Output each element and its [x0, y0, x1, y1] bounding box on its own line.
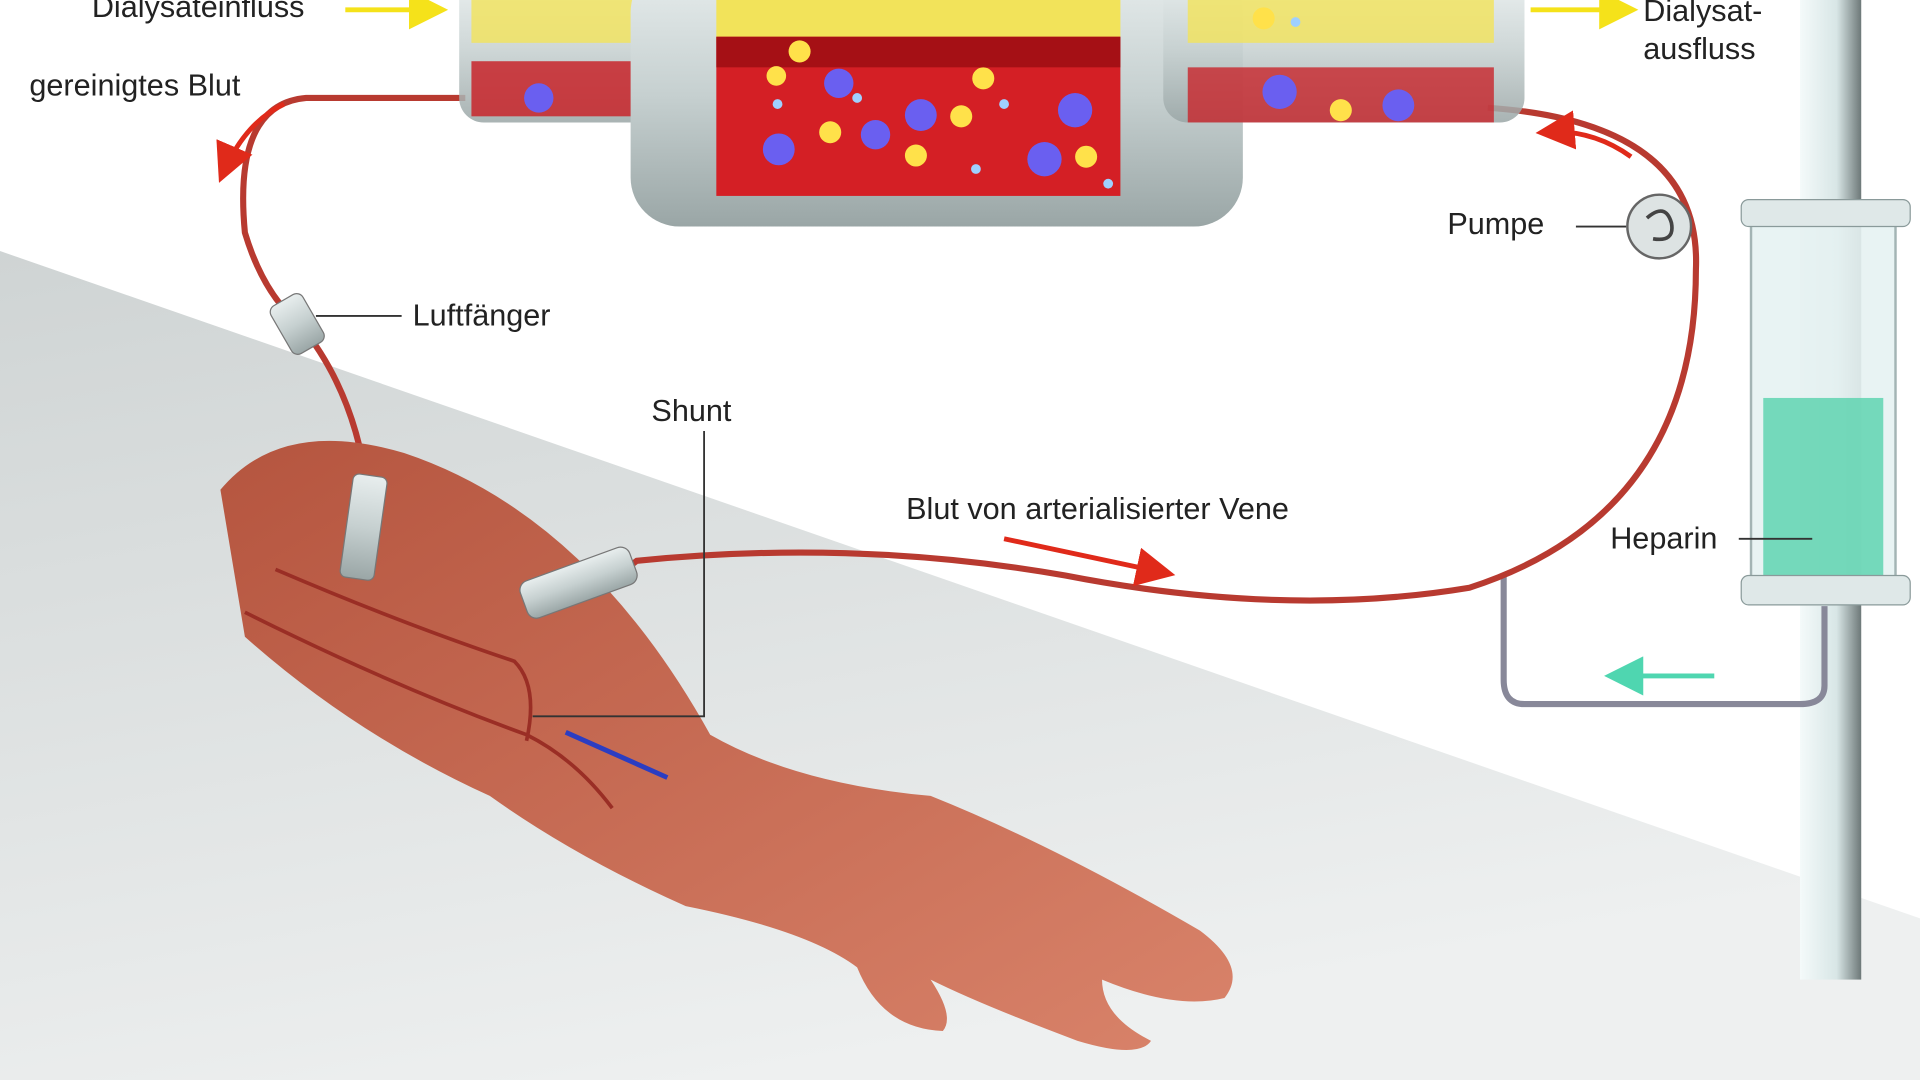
label-air-trap: Luftfänger	[413, 299, 551, 333]
label-dialysate-outflow-2: ausfluss	[1643, 32, 1755, 66]
label-dialysate-inflow: Dialysateinfluss	[92, 0, 305, 24]
purified-blood-arrow	[216, 101, 286, 183]
label-pump: Pumpe	[1447, 207, 1544, 241]
blood-tube-in	[487, 104, 1700, 676]
blood-tube-out	[240, 94, 466, 607]
dialyzer	[459, 0, 1525, 227]
pump-icon	[1626, 193, 1693, 260]
pump-flow-arrow	[1535, 110, 1633, 159]
venous-cannula	[519, 546, 638, 619]
label-shunt: Shunt	[651, 394, 731, 428]
label-heparin: Heparin	[1610, 522, 1717, 556]
air-trap	[269, 292, 325, 355]
label-purified-blood: gereinigtes Blut	[29, 69, 240, 103]
label-arterial-blood: Blut von arterialisierter Vene	[906, 492, 1289, 526]
shunt-vessel	[564, 730, 669, 780]
patient-arm	[220, 440, 1233, 1051]
label-dialysate-outflow-1: Dialysat-	[1643, 0, 1762, 28]
table-surface	[0, 251, 1920, 1080]
arterial-cannula	[339, 473, 388, 581]
arterial-blood-arrow	[1003, 536, 1176, 587]
heparin-syringe	[1500, 198, 1911, 708]
leader-lines	[315, 225, 1813, 718]
